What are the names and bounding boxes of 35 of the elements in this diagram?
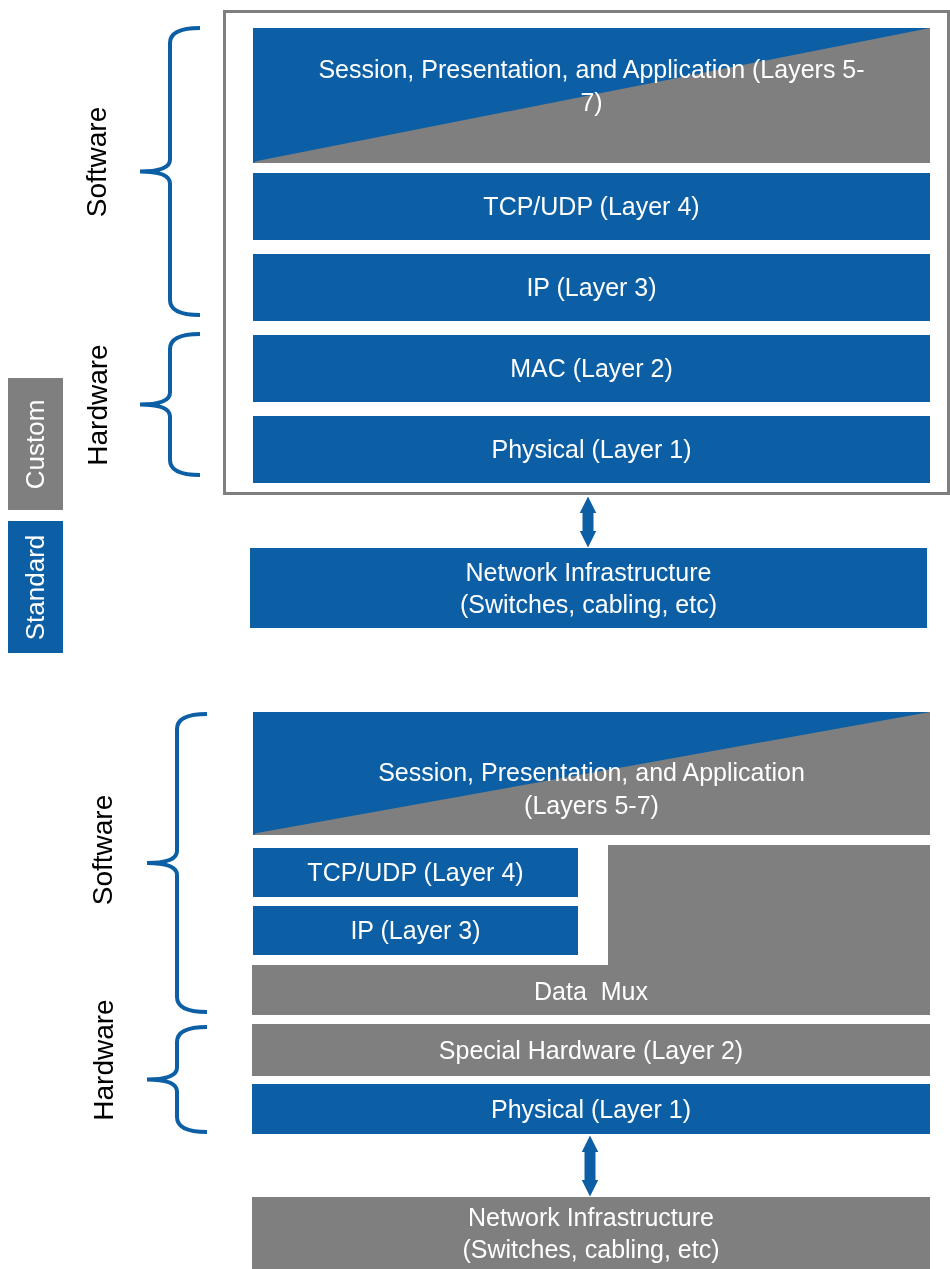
layer-label: IP (Layer 3) bbox=[350, 915, 481, 947]
layer-group-label: Hardware bbox=[81, 344, 114, 466]
layer-label: IP (Layer 3) bbox=[526, 272, 657, 304]
legend-label: Custom bbox=[20, 399, 51, 489]
layer-label: Physical (Layer 1) bbox=[490, 1093, 692, 1125]
layer-box bbox=[252, 1197, 930, 1269]
legend-label: Standard bbox=[20, 534, 51, 640]
layer-box bbox=[252, 1024, 930, 1076]
layer-label: Data Mux bbox=[534, 975, 648, 1007]
l-shaped-layer-box bbox=[252, 845, 930, 1015]
layer-box bbox=[250, 548, 927, 628]
split-layer-box bbox=[253, 28, 930, 163]
double-arrow bbox=[579, 496, 597, 548]
layer-label: Session, Presentation, and Application (Layers 5-7) bbox=[377, 757, 806, 821]
layer-box bbox=[253, 254, 930, 321]
layer-box bbox=[253, 173, 930, 240]
layer-group-label: Software bbox=[86, 794, 119, 906]
layer-label: TCP/UDP (Layer 4) bbox=[483, 191, 700, 223]
double-arrow bbox=[581, 1135, 599, 1197]
layer-label: Session, Presentation, and Application (Layers 5-7) bbox=[317, 54, 866, 118]
layer-group-label: Software bbox=[80, 106, 113, 218]
layer-box bbox=[252, 1084, 930, 1134]
layer-box bbox=[253, 906, 578, 955]
layer-box bbox=[253, 416, 930, 483]
layer-box bbox=[253, 848, 578, 897]
layer-box bbox=[253, 335, 930, 402]
layer-group-label: Hardware bbox=[87, 999, 120, 1121]
layer-label: Network Infrastructure (Switches, cabling, etc) bbox=[458, 556, 718, 620]
layer-label: Network Infrastructure (Switches, cabling, etc) bbox=[461, 1201, 721, 1265]
layer-label: Special Hardware (Layer 2) bbox=[438, 1034, 744, 1066]
layer-label: TCP/UDP (Layer 4) bbox=[307, 857, 524, 889]
split-layer-box bbox=[253, 712, 930, 835]
group-frame bbox=[223, 10, 950, 495]
layer-label: MAC (Layer 2) bbox=[510, 353, 673, 385]
layer-label: Physical (Layer 1) bbox=[491, 434, 692, 466]
